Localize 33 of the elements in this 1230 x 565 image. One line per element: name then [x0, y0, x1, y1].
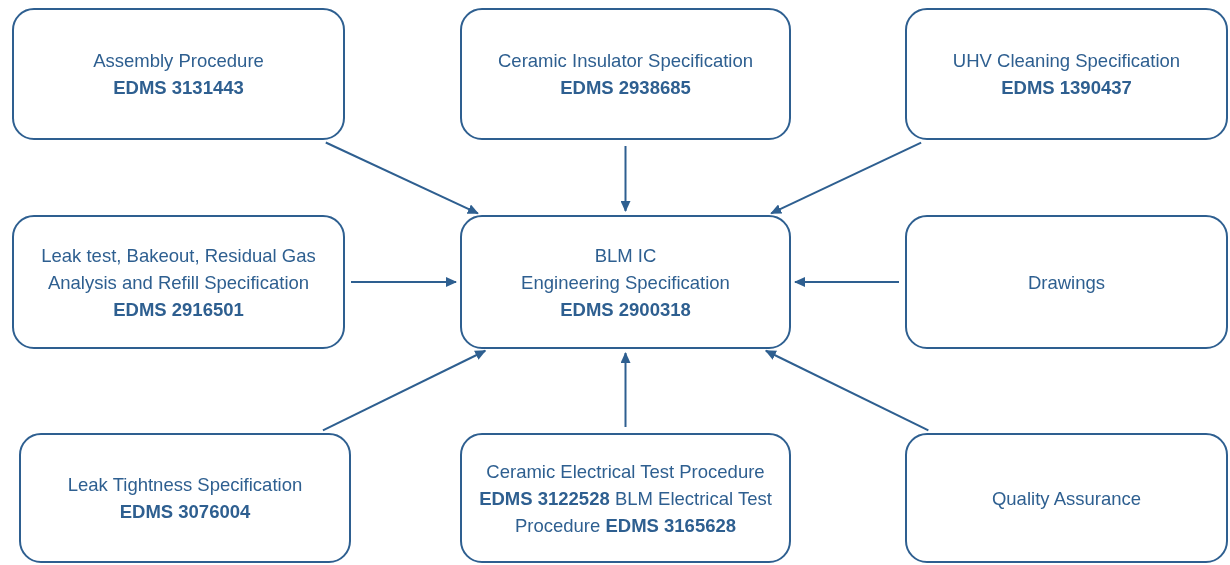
box-label: Leak Tightness Specification	[67, 473, 303, 497]
box-label: Assembly Procedure	[93, 49, 264, 73]
arrow	[324, 141, 479, 215]
process-box	[12, 8, 345, 140]
arrow	[620, 352, 631, 428]
box-label: Drawings	[1027, 270, 1106, 295]
box-label: Ceramic Insulator Specification	[498, 49, 753, 73]
arrow	[764, 349, 930, 432]
box-label: Ceramic Electrical Test Procedure EDMS 3122528 BLM Electrical Test Procedure EDMS 3165628	[478, 459, 773, 538]
arrow	[770, 141, 923, 215]
box-label: Leak test, Bakeout, Residual Gas Analysis and Refill Specification	[40, 243, 317, 295]
process-box	[19, 433, 351, 563]
box-label: Engineering Specification	[521, 270, 730, 295]
arrow	[620, 145, 631, 212]
document-number: EDMS 2900318	[560, 297, 691, 322]
document-number: EDMS 1390437	[1001, 76, 1132, 100]
document-number: EDMS 2916501	[113, 297, 244, 322]
process-box	[460, 215, 791, 349]
process-box	[460, 8, 791, 140]
process-box	[460, 433, 791, 563]
box-label: Quality Assurance	[991, 486, 1142, 511]
document-number: EDMS 3131443	[113, 76, 244, 100]
arrow	[794, 277, 900, 287]
process-box	[905, 8, 1228, 140]
arrow	[321, 349, 487, 432]
document-number: EDMS 2938685	[560, 76, 691, 100]
arrow	[350, 277, 457, 287]
process-box	[12, 215, 345, 349]
box-label: UHV Cleaning Specification	[952, 49, 1181, 73]
box-label: BLM IC	[594, 243, 657, 268]
process-box	[905, 433, 1228, 563]
document-number: EDMS 3076004	[119, 500, 251, 524]
process-box	[905, 215, 1228, 349]
